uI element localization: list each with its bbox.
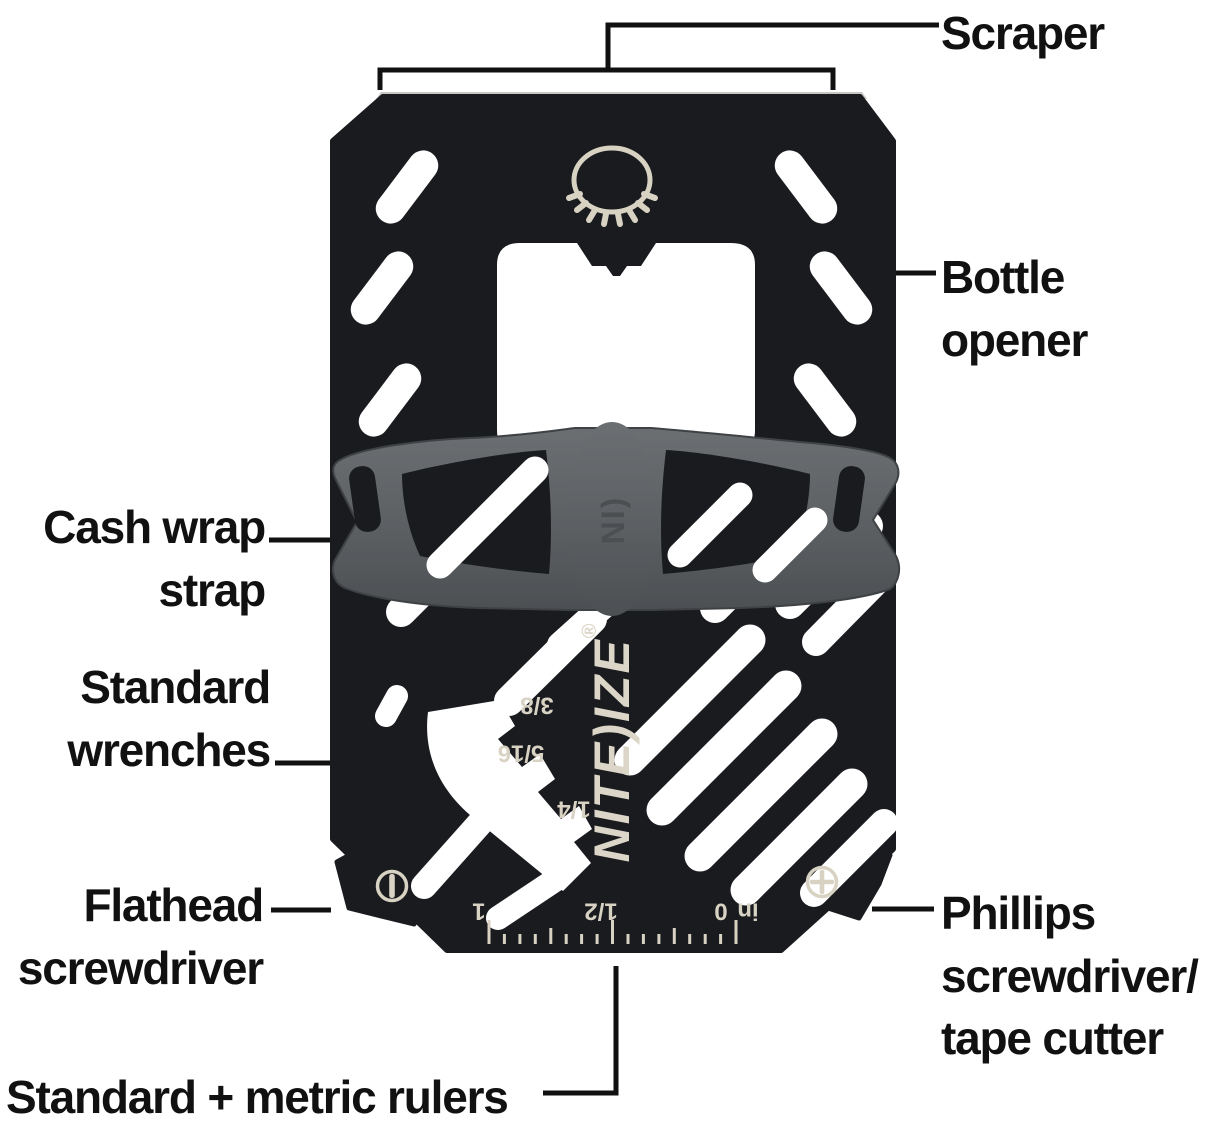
strap-left-end-hole xyxy=(349,466,381,532)
card-slots-top xyxy=(350,150,873,437)
wrench-size-labels: 3/8 5/16 1/4 xyxy=(498,692,591,823)
brand-logo: NITE)IZE® xyxy=(579,621,640,862)
card-round-hole xyxy=(544,639,572,667)
callout-rulers: Standard + metric rulers xyxy=(6,1071,509,1123)
wrench-size-5-16: 5/16 xyxy=(498,740,545,767)
ruler-label-1: 1 xyxy=(472,898,485,925)
slots-through-strap xyxy=(426,456,828,583)
wrench-size-1-4: 1/4 xyxy=(557,796,591,823)
callout-scraper: Scraper xyxy=(941,7,1105,59)
ruler-ticks xyxy=(487,920,738,944)
rulers-line xyxy=(543,966,619,1096)
ruler-labels: 1 1/2 0 in xyxy=(472,898,758,925)
bottle-cap-icon xyxy=(566,145,658,227)
ruler-label-half: 1/2 xyxy=(584,898,617,925)
bottle-opener-cutout xyxy=(497,243,755,453)
callout-phillips-screwdriver: Phillips screwdriver/ tape cutter xyxy=(941,887,1199,1065)
callout-bottle-opener: Bottle opener xyxy=(941,251,1088,366)
wrench-size-3-8: 3/8 xyxy=(520,692,553,719)
ruler-label-in: in xyxy=(737,898,758,925)
callout-standard-wrenches: Standard wrenches xyxy=(67,661,271,776)
registered-mark: ® xyxy=(579,621,601,638)
strap-hub xyxy=(566,422,658,616)
callout-flathead-screwdriver: Flathead screwdriver xyxy=(17,879,264,994)
ruler-label-0: 0 xyxy=(714,898,727,925)
callout-cash-wrap-strap: Cash wrap strap xyxy=(43,501,266,616)
phillips-cross-icon xyxy=(805,865,839,899)
strap-hub-logo: NI) xyxy=(595,496,631,545)
flathead-slot-icon xyxy=(375,869,409,903)
scraper-bracket-line xyxy=(377,22,939,90)
strap-right-end-hole xyxy=(833,466,865,532)
wrench-cutout xyxy=(427,700,592,891)
cash-wrap-strap: NI) xyxy=(331,422,901,616)
card-diagonal-slots-lower xyxy=(375,560,898,930)
